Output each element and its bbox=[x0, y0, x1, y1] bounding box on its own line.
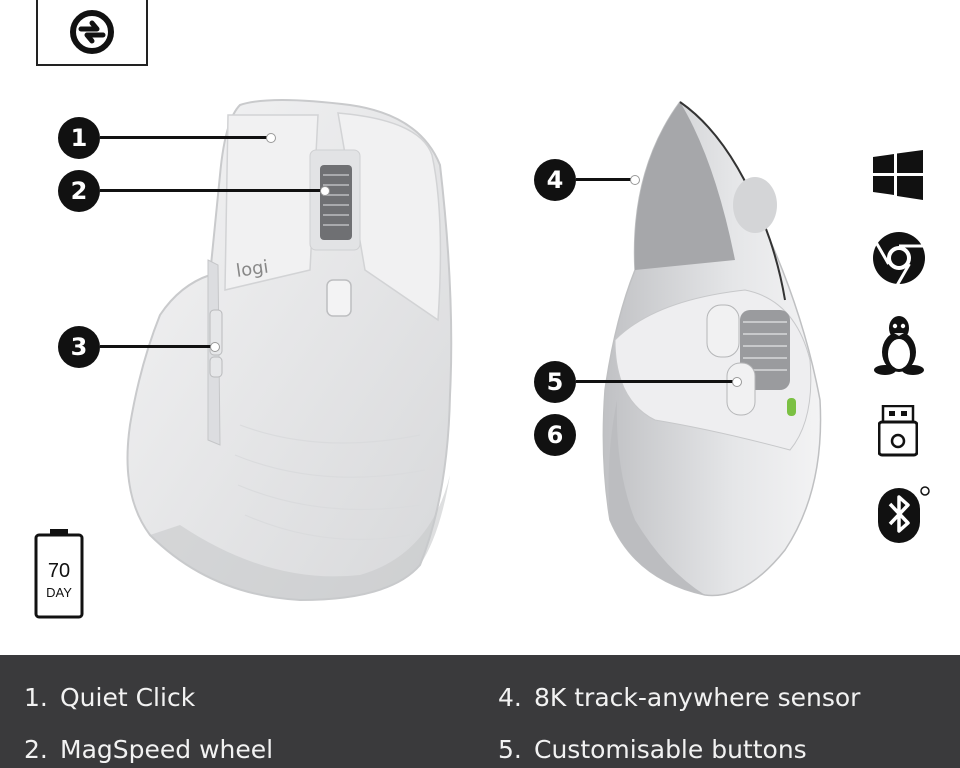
product-image: logi 1 2 3 4 bbox=[34, 0, 930, 619]
leader-line-2 bbox=[100, 186, 330, 196]
feature-list-band: 1. Quiet Click 2. MagSpeed wheel 4. 8K trac… bbox=[0, 655, 960, 768]
linux-icon bbox=[874, 316, 924, 375]
callout-6: 6 bbox=[534, 414, 576, 456]
feature-label: Customisable buttons bbox=[534, 735, 807, 764]
battery-days-value: 70 bbox=[47, 560, 71, 582]
feature-number: 5. bbox=[498, 735, 522, 764]
leader-line-4 bbox=[576, 175, 640, 185]
feature-number: 1. bbox=[24, 683, 48, 712]
leader-line-5 bbox=[576, 377, 742, 387]
feature-item-4: 4. 8K track-anywhere sensor bbox=[498, 683, 860, 712]
usb-receiver-icon bbox=[878, 405, 918, 457]
battery-days-unit: DAY bbox=[46, 585, 72, 600]
logo-text: logi bbox=[235, 257, 270, 282]
feature-item-1: 1. Quiet Click bbox=[24, 683, 195, 712]
callout-1: 1 bbox=[58, 117, 100, 159]
callout-2: 2 bbox=[58, 170, 100, 212]
easy-switch-badge bbox=[36, 0, 148, 66]
mouse-top-view: logi bbox=[126, 99, 453, 602]
mouse-side-view bbox=[602, 100, 822, 597]
leader-line-1 bbox=[100, 133, 276, 143]
callout-4: 4 bbox=[534, 159, 576, 201]
windows-icon bbox=[873, 150, 923, 200]
callout-3: 3 bbox=[58, 326, 100, 368]
bluetooth-icon bbox=[878, 486, 930, 543]
feature-label: Quiet Click bbox=[60, 683, 196, 712]
feature-label: MagSpeed wheel bbox=[60, 735, 274, 764]
leader-line-3 bbox=[100, 342, 220, 352]
chrome-icon bbox=[873, 232, 925, 286]
feature-item-5: 5. Customisable buttons bbox=[498, 735, 807, 764]
easy-switch-icon bbox=[70, 10, 114, 54]
callout-5: 5 bbox=[534, 361, 576, 403]
feature-item-2: 2. MagSpeed wheel bbox=[24, 735, 273, 764]
feature-number: 4. bbox=[498, 683, 522, 712]
feature-number: 2. bbox=[24, 735, 48, 764]
battery-icon bbox=[34, 529, 84, 619]
feature-label: 8K track-anywhere sensor bbox=[534, 683, 861, 712]
